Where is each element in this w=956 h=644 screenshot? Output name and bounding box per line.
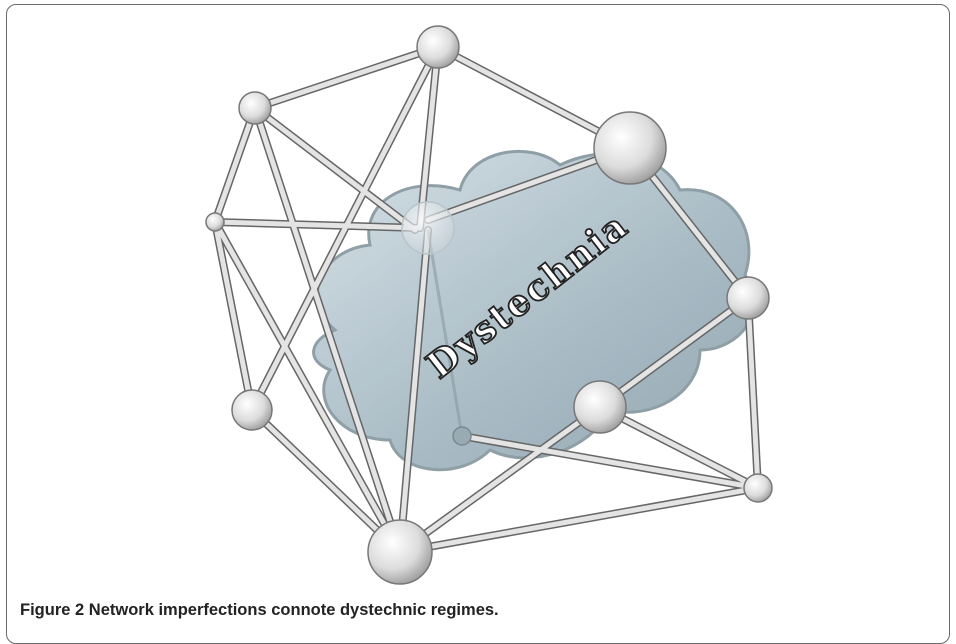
- node: [452, 426, 472, 446]
- node: [238, 91, 272, 125]
- figure-caption-text: Network imperfections connote dystechnic…: [84, 601, 499, 619]
- node: [573, 380, 627, 434]
- node: [367, 519, 433, 585]
- figure-caption: Figure 2 Network imperfections connote d…: [20, 601, 499, 620]
- node: [231, 389, 273, 431]
- network-edges: [211, 43, 762, 556]
- network-diagram: Dystechnia: [205, 25, 773, 585]
- node: [401, 201, 455, 255]
- node: [726, 276, 770, 320]
- node: [205, 212, 225, 232]
- figure-label: Figure 2: [20, 601, 85, 619]
- network-nodes: [205, 25, 773, 585]
- node: [416, 25, 460, 69]
- node: [743, 473, 773, 503]
- node: [593, 111, 667, 185]
